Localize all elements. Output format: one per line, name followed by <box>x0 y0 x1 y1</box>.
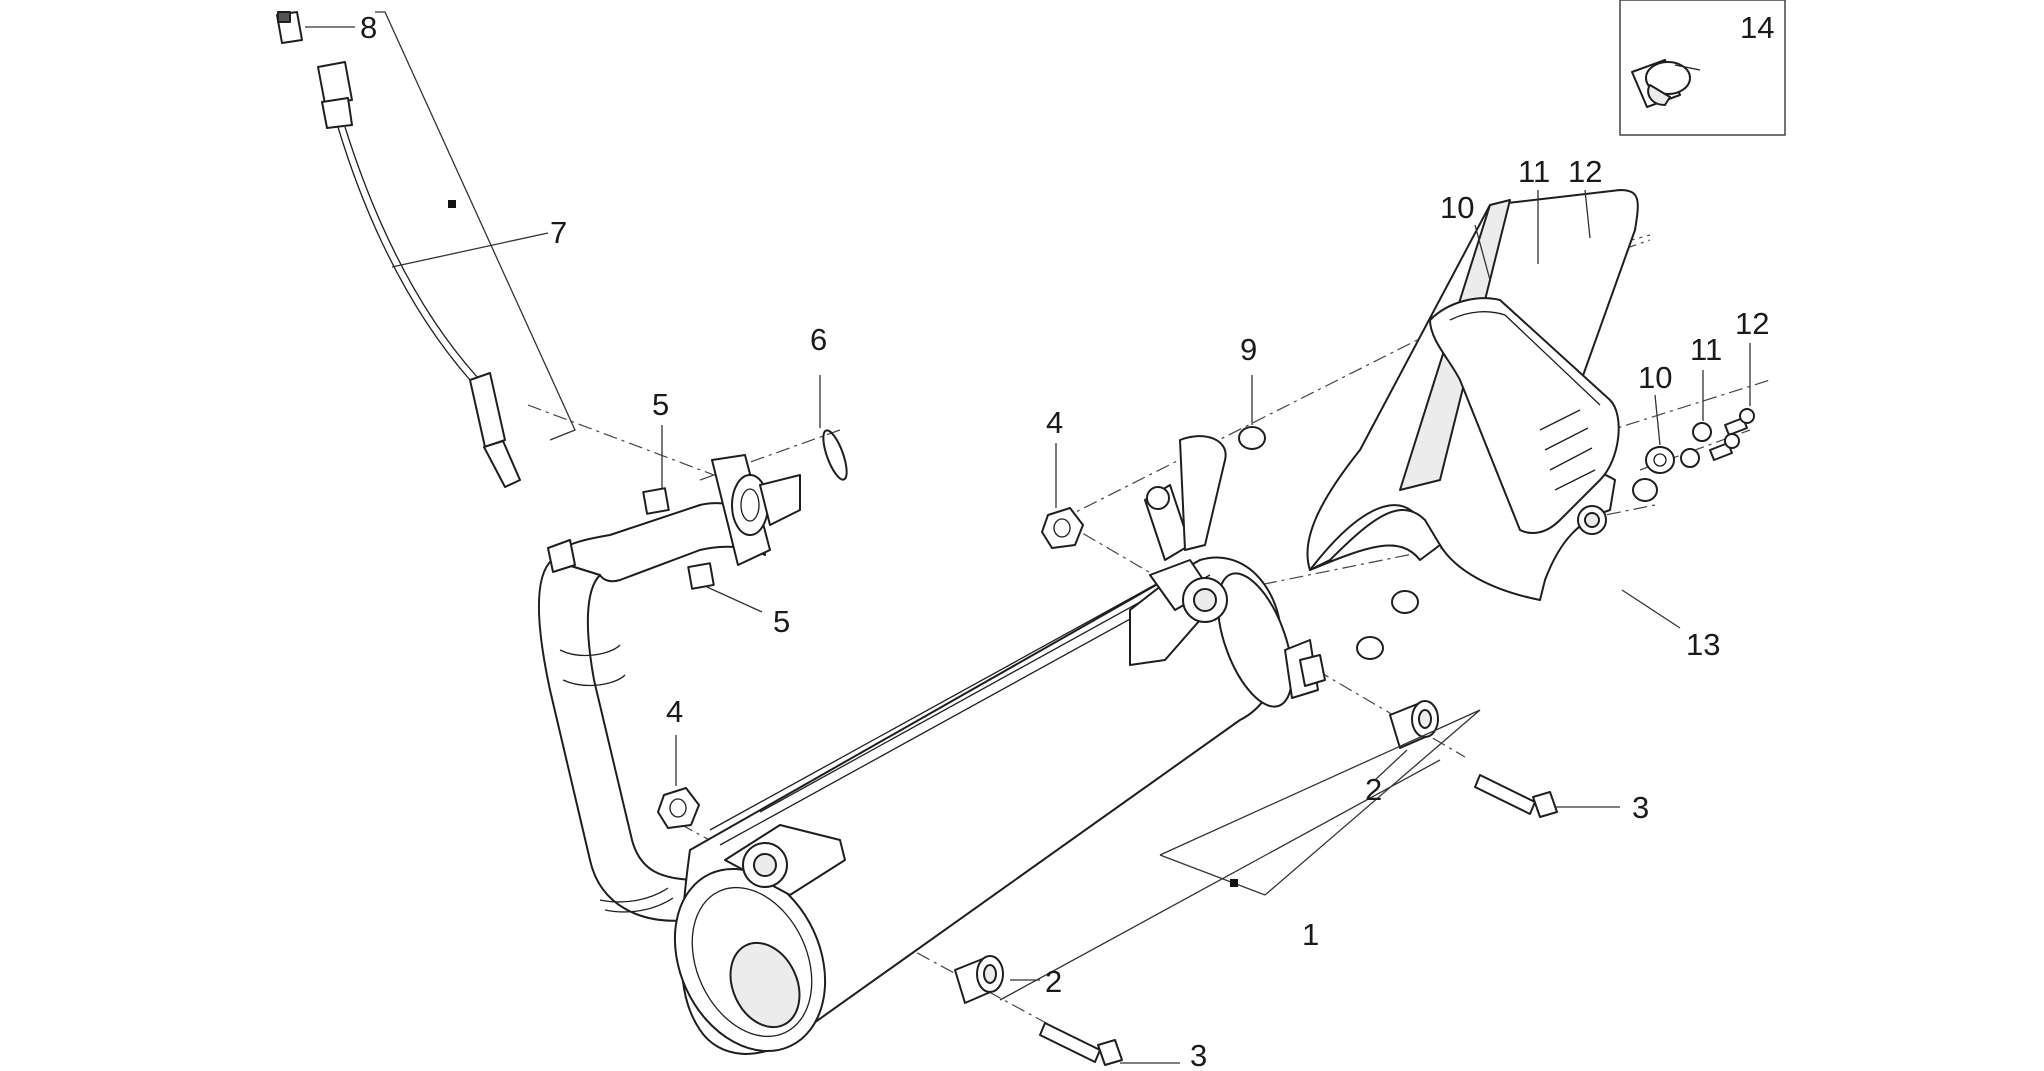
callout-5-top: 5 <box>652 387 669 422</box>
callout-2-bottom: 2 <box>1045 964 1062 999</box>
callout-7: 7 <box>550 215 567 250</box>
callout-6: 6 <box>810 322 827 357</box>
callout-14: 14 <box>1740 10 1774 45</box>
bolt-icons <box>1039 774 1558 1066</box>
clamp-inset <box>1619 0 1786 136</box>
callout-12-right: 12 <box>1735 306 1769 341</box>
bushing-icons <box>954 700 1439 1004</box>
callout-5-bottom: 5 <box>773 604 790 639</box>
callout-13: 13 <box>1686 627 1720 662</box>
lambda-sensor-icon <box>276 11 521 488</box>
callout-10-right: 10 <box>1638 360 1672 395</box>
flange-icon <box>711 454 801 566</box>
grommet-icons <box>1238 279 1675 660</box>
callout-4-top: 4 <box>1046 405 1063 440</box>
callout-2-right: 2 <box>1365 772 1382 807</box>
callout-10-top: 10 <box>1440 190 1474 225</box>
leader-lines <box>305 11 1751 1064</box>
callout-11-top: 11 <box>1518 154 1550 189</box>
callout-8: 8 <box>360 10 377 45</box>
callout-9: 9 <box>1240 332 1257 367</box>
callout-3-bottom: 3 <box>1190 1038 1207 1071</box>
callout-3-right: 3 <box>1632 790 1649 825</box>
heat-shield-icon <box>1306 189 1639 601</box>
muffler-icon <box>538 435 1326 1055</box>
callout-4-bottom: 4 <box>666 694 683 729</box>
nut-icons <box>657 507 1084 829</box>
hose-clamp-icon <box>1631 59 1701 108</box>
callout-labels: 8 7 6 5 5 4 4 9 10 11 12 12 11 10 13 14 … <box>360 10 1774 1071</box>
spacer-icons <box>642 487 715 590</box>
callout-12-top: 12 <box>1568 154 1602 189</box>
gasket-icon <box>822 429 848 481</box>
callout-1: 1 <box>1302 917 1319 952</box>
callout-11-right: 11 <box>1690 332 1722 367</box>
